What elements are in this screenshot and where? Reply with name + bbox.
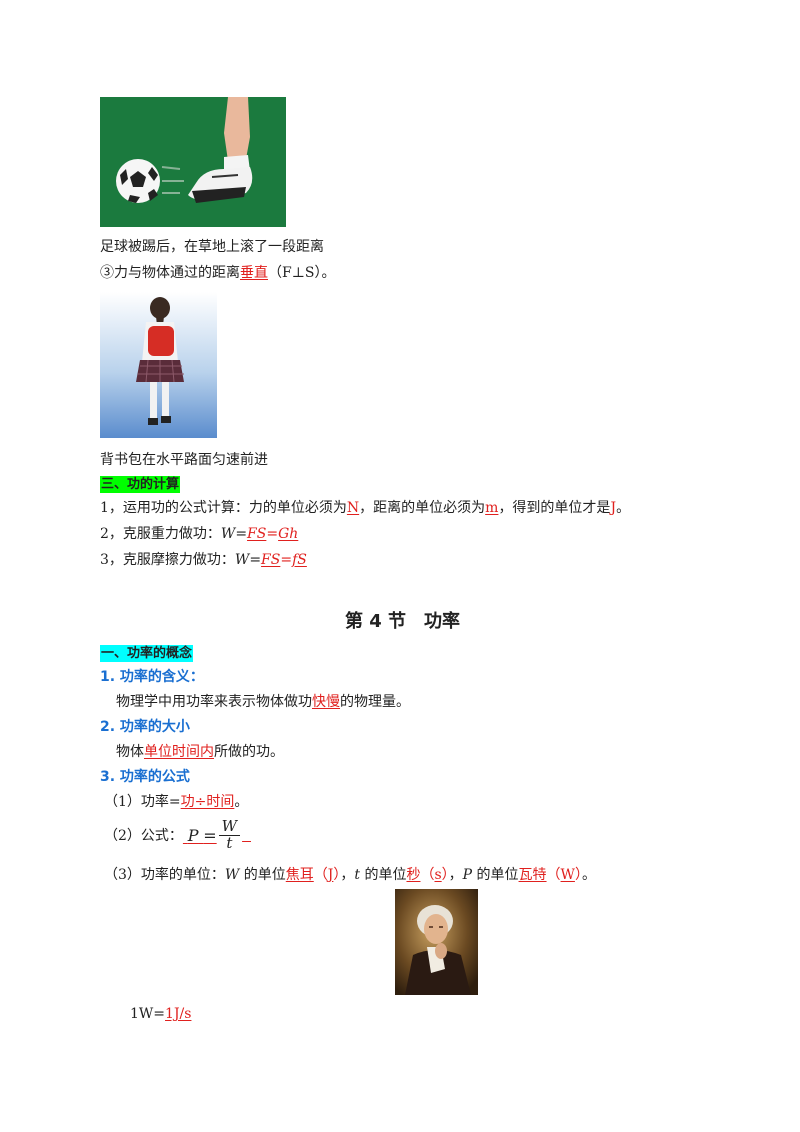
soccer-image [100, 97, 286, 227]
formula-3-units: （3）功率的单位：W 的单位焦耳（J），t 的单位秒（s），P 的单位瓦特（W）… [104, 867, 596, 883]
subheading-formula: 3. 功率的公式 [100, 769, 190, 785]
answer-fs-2: FS [261, 552, 281, 568]
portrait-image [395, 889, 478, 995]
answer-work-over-time: 功÷时间 [180, 794, 235, 810]
answer-perpendicular: 垂直 [240, 265, 268, 281]
answer-second-name: 秒 [406, 867, 421, 883]
answer-watt-name: 瓦特 [518, 867, 547, 883]
magnitude-text: 物体单位时间内所做的功。 [116, 744, 284, 760]
heading-power-concept: 一、功率的概念 [100, 645, 194, 662]
formula-2: （2）公式： P = W t [104, 815, 251, 855]
answer-newton: N [346, 500, 360, 516]
soccer-kick-illustration [100, 97, 286, 227]
answer-joule-per-second: 1J/s [165, 1006, 192, 1022]
formula-1: （1）功率=功÷时间。 [104, 794, 249, 810]
schoolgirl-backpack-illustration [100, 292, 217, 438]
answer-joule: J [610, 500, 617, 516]
answer-gh: Gh [278, 526, 299, 542]
subheading-meaning: 1. 功率的含义： [100, 669, 204, 685]
meaning-text: 物理学中用功率来表示物体做功快慢的物理量。 [116, 694, 410, 710]
answer-fs: FS [247, 526, 267, 542]
backpack-image [100, 292, 217, 438]
calc-item-2: 2，克服重力做功：W=FS=Gh [100, 526, 299, 542]
answer-meter: m [485, 500, 499, 516]
power-fraction: W t [218, 818, 241, 852]
calc-item-1: 1，运用功的公式计算：力的单位必须为N，距离的单位必须为m，得到的单位才是J。 [100, 500, 631, 516]
condition-3: ③力与物体通过的距离垂直（F⊥S）。 [100, 265, 336, 281]
subheading-magnitude: 2. 功率的大小 [100, 719, 190, 735]
soccer-caption: 足球被踢后，在草地上滚了一段距离 [100, 239, 324, 255]
calc-item-3: 3，克服摩擦力做功：W=FS=fS [100, 552, 307, 568]
portrait-illustration [395, 889, 478, 995]
answer-friction: fS [292, 552, 307, 568]
heading-work-calculation: 三、功的计算 [100, 476, 181, 493]
section-title: 第 4 节 功率 [345, 611, 461, 632]
answer-joule-name: 焦耳 [285, 867, 314, 883]
backpack-caption: 背书包在水平路面匀速前进 [100, 452, 268, 468]
answer-speed: 快慢 [312, 694, 340, 710]
answer-unit-time: 单位时间内 [144, 744, 214, 760]
unit-equation: 1W=1J/s [130, 1006, 192, 1022]
